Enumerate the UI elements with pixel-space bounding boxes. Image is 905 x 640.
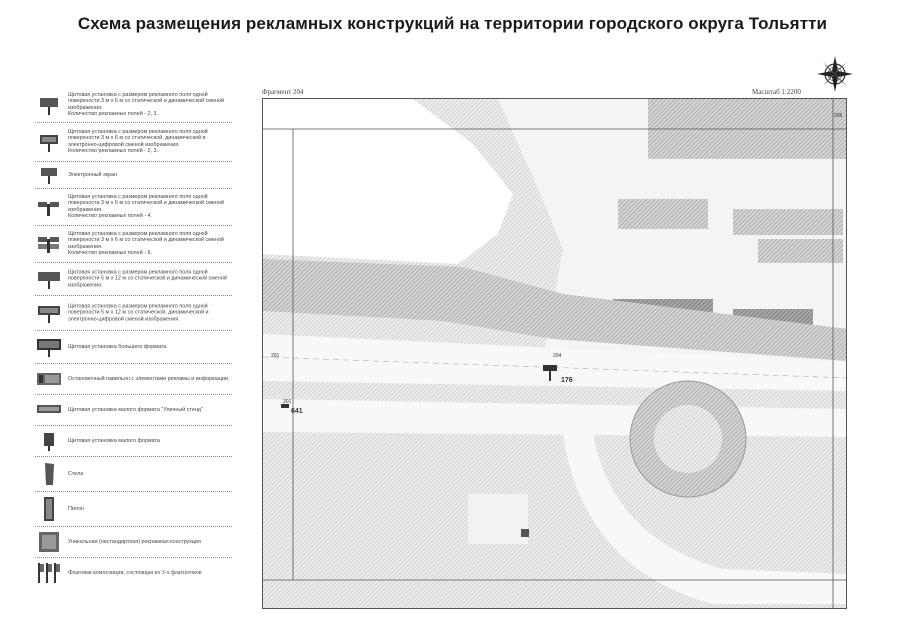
legend-text: Щитовая установка с размером рекламного …	[68, 231, 224, 257]
billboard-5x12-static-icon	[35, 263, 63, 295]
legend-item: Щитовая установка с размером рекламного …	[35, 296, 232, 331]
legend-item: Щитовая установка с размером рекламного …	[35, 189, 232, 226]
marker-number: 176	[561, 377, 573, 384]
main-road	[263, 334, 846, 391]
edge-label-mid: 201	[271, 353, 280, 359]
legend-text: Щитовая установка большего формата	[68, 343, 167, 350]
legend-text: Остановочный павильон с элементами рекла…	[68, 375, 230, 382]
legend-item: Уникальная (нестандартная) рекламная кон…	[35, 527, 232, 558]
road-band	[263, 259, 846, 361]
plaza-center	[654, 405, 722, 473]
small-billboard-icon	[35, 426, 63, 456]
legend-item: Флаговая композиция, состоящая из 3-х фл…	[35, 558, 232, 588]
scale-label: Масштаб 1:2200	[752, 88, 801, 96]
legend-text: Щитовая установка с размером рекламного …	[68, 194, 224, 220]
building	[733, 209, 843, 235]
legend-item: Щитовая установка с размером рекламного …	[35, 226, 232, 263]
legend-text: Электронный экран	[68, 171, 118, 178]
legend-text: Флаговая композиция, состоящая из 3-х фл…	[68, 569, 202, 576]
edge-label-number: 641	[291, 408, 303, 415]
legend-item: Стела	[35, 457, 232, 492]
map-point	[521, 529, 529, 537]
billboard-5x12-digital-icon	[35, 296, 63, 330]
lot-area	[303, 444, 453, 584]
marker-small-number: 204	[553, 353, 562, 359]
electronic-screen-icon	[35, 162, 63, 188]
legend-text: Щитовая установка с размером рекламного …	[68, 269, 227, 289]
legend-item: Электронный экран	[35, 162, 232, 189]
info-stand-icon	[35, 395, 63, 425]
billboard-3x6-digital-icon	[35, 123, 63, 161]
open-area	[263, 99, 513, 264]
lot-area	[468, 494, 528, 544]
legend-item: Щитовая установка малого формата	[35, 426, 232, 457]
flag-composition-icon	[35, 558, 63, 588]
map-canvas	[263, 99, 846, 608]
corner-label: 206	[834, 113, 843, 119]
billboard-3x6-static-icon	[35, 88, 63, 122]
legend-item: Щитовая установка малого формата "Уличны…	[35, 395, 232, 426]
fragment-label: Фрагмент 204	[262, 88, 304, 96]
legend-item: Щитовая установка с размером рекламного …	[35, 88, 232, 123]
edge-label-small: 201	[283, 399, 292, 405]
legend-item: Щитовая установка с размером рекламного …	[35, 263, 232, 296]
legend-item: Остановочный павильон с элементами рекла…	[35, 364, 232, 395]
stele-icon	[35, 457, 63, 491]
bus-stop-pavilion-icon	[35, 364, 63, 394]
page-title: Схема размещения рекламных конструкций н…	[77, 14, 828, 33]
compass-rose-icon	[816, 55, 854, 98]
edge-marker-icon	[281, 404, 289, 408]
legend-text: Щитовая установка с размером рекламного …	[68, 303, 209, 323]
pylon-icon	[35, 492, 63, 526]
billboard-3x6-4fields-icon	[35, 189, 63, 225]
legend-text: Щитовая установка малого формата "Уличны…	[68, 406, 203, 413]
legend-item: Пилон	[35, 492, 232, 527]
legend: Щитовая установка с размером рекламного …	[35, 88, 232, 588]
legend-item: Щитовая установка большего формата	[35, 331, 232, 364]
building	[618, 199, 708, 229]
legend-item: Щитовая установка с размером рекламного …	[35, 123, 232, 162]
legend-text: Пилон	[68, 505, 85, 512]
map-frame: 176 204 641 201 201 206	[262, 98, 847, 609]
legend-text: Стела	[68, 470, 84, 477]
billboard-3x6-5fields-icon	[35, 226, 63, 262]
large-format-billboard-icon	[35, 331, 63, 363]
curved-road	[563, 434, 846, 604]
legend-text: Щитовая установка малого формата	[68, 437, 160, 444]
billboard-marker-icon	[543, 365, 557, 381]
building	[758, 239, 843, 263]
legend-text: Уникальная (нестандартная) рекламная кон…	[68, 538, 201, 545]
legend-text: Щитовая установка с размером рекламного …	[68, 92, 224, 118]
unique-structure-icon	[35, 527, 63, 557]
legend-text: Щитовая установка с размером рекламного …	[68, 129, 208, 155]
